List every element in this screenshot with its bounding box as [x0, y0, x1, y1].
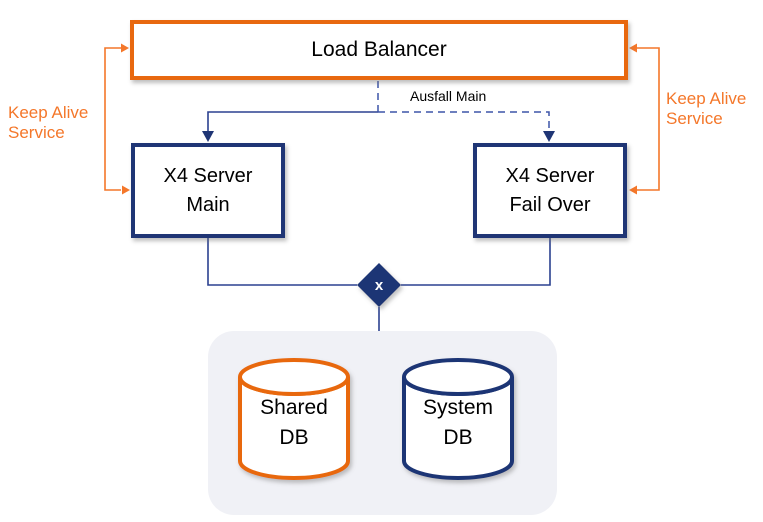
failover-to-junction-line [401, 238, 551, 286]
system-db-cylinder [402, 358, 514, 480]
keep-alive-left-line [104, 47, 121, 191]
keep-alive-right-line [637, 47, 660, 191]
junction-x-label: x [374, 276, 384, 294]
shared-db-label: Shared DB [260, 396, 328, 449]
shared-db-top [238, 358, 350, 396]
keep-alive-left-arrow-bottom-icon [122, 185, 130, 195]
lb-to-failover-dashed-line [378, 111, 550, 131]
lb-to-main-arrow-icon [202, 131, 214, 142]
keep-alive-left-label: Keep Alive Service [8, 103, 89, 142]
shared-db-cylinder [238, 358, 350, 480]
server-main-label-line2: Main [186, 193, 230, 216]
lb-to-main-line [207, 111, 378, 131]
keep-alive-right-arrow-bottom-icon [629, 185, 637, 195]
system-db-top [402, 358, 514, 396]
ausfall-main-label: Ausfall Main [410, 88, 487, 104]
load-balancer-label: Load Balancer [311, 38, 447, 61]
keep-alive-left-arrow-top-icon [121, 43, 129, 53]
node-x4-server-failover: X4 Server Fail Over [473, 143, 627, 238]
server-failover-label-line2: Fail Over [509, 193, 591, 216]
server-failover-label-line1: X4 Server [505, 164, 595, 187]
system-db-label: System DB [422, 396, 493, 449]
junction-diamond [357, 263, 401, 307]
server-main-label-line1: X4 Server [163, 164, 253, 187]
node-x4-server-main: X4 Server Main [131, 143, 285, 238]
main-to-junction-line [207, 238, 357, 286]
node-load-balancer: Load Balancer [130, 20, 628, 80]
lb-to-failover-arrow-icon [543, 131, 555, 142]
keep-alive-right-arrow-top-icon [629, 43, 637, 53]
keep-alive-right-label: Keep Alive Service [666, 89, 747, 128]
